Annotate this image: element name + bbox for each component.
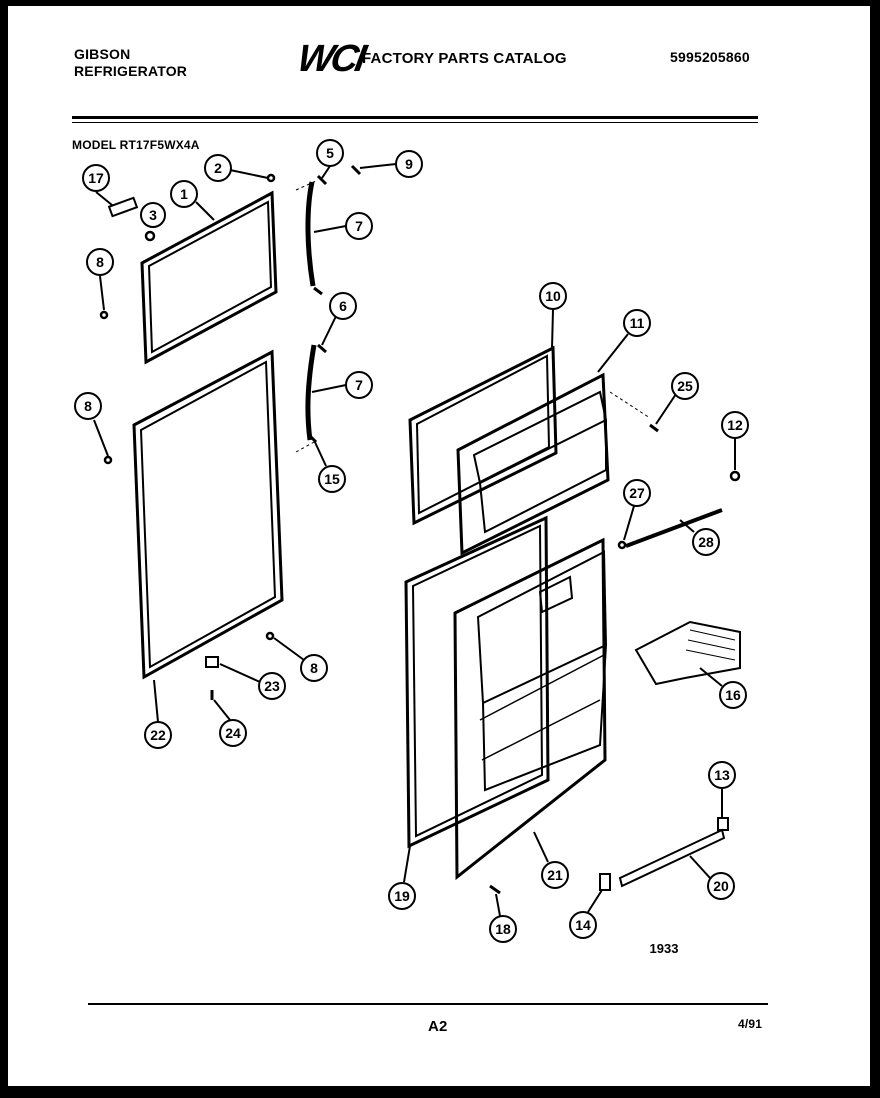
svg-text:8: 8 — [96, 254, 104, 270]
callout-3: 3 — [140, 202, 166, 228]
callout-5: 5 — [316, 139, 344, 179]
svg-text:14: 14 — [575, 917, 591, 933]
callout-9: 9 — [359, 150, 423, 178]
callout-21: 21 — [533, 831, 569, 889]
header-rule — [72, 116, 758, 119]
callout-16: 16 — [699, 667, 747, 709]
svg-text:7: 7 — [355, 377, 363, 393]
callout-11: 11 — [597, 309, 651, 373]
page-label: A2 — [428, 1018, 448, 1035]
brand-name: GIBSON — [74, 46, 131, 62]
svg-text:25: 25 — [677, 378, 693, 394]
svg-text:20: 20 — [713, 878, 729, 894]
svg-text:27: 27 — [629, 485, 645, 501]
svg-text:16: 16 — [725, 687, 741, 703]
callout-6: 6 — [321, 292, 357, 346]
svg-text:18: 18 — [495, 921, 511, 937]
model-label: MODEL RT17F5WX4A — [72, 138, 200, 152]
callout-1: 1 — [170, 180, 215, 221]
product-type: REFRIGERATOR — [74, 63, 188, 79]
brand-block: GIBSON REFRIGERATOR — [74, 46, 187, 80]
callout-2: 2 — [204, 154, 269, 182]
callout-12: 12 — [721, 411, 749, 470]
callout-10: 10 — [539, 282, 567, 349]
figure-number: 1933 — [650, 941, 679, 956]
svg-text:17: 17 — [88, 170, 104, 186]
callout-8c: 8 — [273, 637, 328, 682]
callout-13: 13 — [708, 761, 736, 818]
svg-text:13: 13 — [714, 767, 730, 783]
svg-text:2: 2 — [214, 160, 222, 176]
callout-22: 22 — [144, 679, 172, 749]
svg-text:6: 6 — [339, 298, 347, 314]
svg-text:8: 8 — [310, 660, 318, 676]
callout-8a: 8 — [86, 248, 114, 311]
svg-text:7: 7 — [355, 218, 363, 234]
callout-15: 15 — [313, 439, 346, 493]
callout-14: 14 — [569, 889, 603, 939]
callout-17: 17 — [82, 164, 113, 206]
callout-7a: 7 — [313, 212, 373, 240]
callout-18: 18 — [489, 893, 517, 943]
svg-text:9: 9 — [405, 156, 413, 172]
svg-text:19: 19 — [394, 888, 410, 904]
svg-text:24: 24 — [225, 725, 241, 741]
svg-text:22: 22 — [150, 727, 166, 743]
callout-7b: 7 — [311, 371, 373, 399]
svg-text:12: 12 — [727, 417, 743, 433]
svg-text:28: 28 — [698, 534, 714, 550]
callout-24: 24 — [213, 699, 247, 747]
catalog-title: FACTORY PARTS CATALOG — [362, 50, 567, 67]
svg-text:21: 21 — [547, 867, 563, 883]
callout-20: 20 — [689, 855, 735, 900]
callout-23: 23 — [219, 663, 286, 700]
revision-date: 4/91 — [738, 1017, 763, 1031]
part-callouts: 17 2 1 3 8 5 9 7 6 7 8 15 10 11 25 12 27… — [74, 139, 749, 943]
callout-8b: 8 — [74, 392, 109, 457]
svg-text:8: 8 — [84, 398, 92, 414]
footer-rule — [88, 1003, 768, 1005]
header-rule-thin — [72, 122, 758, 123]
svg-text:23: 23 — [264, 678, 280, 694]
svg-text:15: 15 — [324, 471, 340, 487]
callout-25: 25 — [655, 372, 699, 425]
svg-text:5: 5 — [326, 145, 334, 161]
svg-text:11: 11 — [630, 315, 645, 331]
catalog-part-number: 5995205860 — [670, 49, 750, 65]
callout-27: 27 — [623, 479, 651, 541]
svg-text:1: 1 — [180, 186, 188, 202]
svg-text:3: 3 — [149, 207, 157, 223]
parts-catalog-sheet — [8, 6, 870, 1086]
callout-19: 19 — [388, 845, 416, 910]
svg-text:10: 10 — [545, 288, 561, 304]
callout-28: 28 — [679, 519, 720, 556]
